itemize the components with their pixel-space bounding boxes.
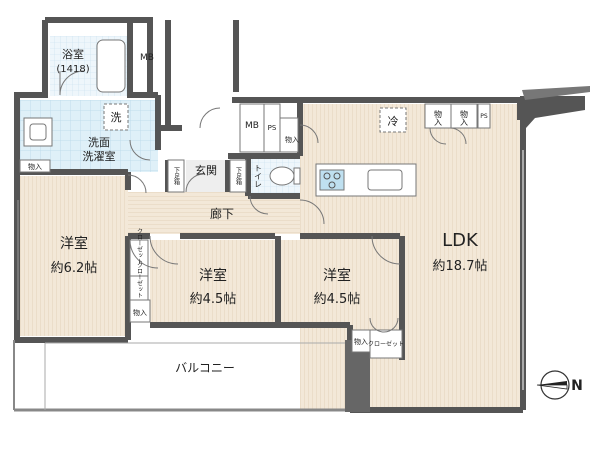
hallway-label: 廊下 xyxy=(210,206,234,221)
mb-label-1: MB xyxy=(140,53,154,63)
entrance-floor xyxy=(186,160,228,192)
fridge-label: 冷 xyxy=(388,115,399,128)
fridge-spot xyxy=(379,107,407,133)
western1-size: 約6.2帖 xyxy=(51,261,98,276)
bath-size: (1418) xyxy=(56,64,89,75)
western3-floor xyxy=(280,240,402,322)
ldk-label: LDK xyxy=(442,230,479,251)
sink-icon xyxy=(367,169,403,191)
mb-label-2: MB xyxy=(245,121,259,131)
ps-label: PS xyxy=(268,124,277,132)
storage-label-w2: 物入 xyxy=(133,308,147,317)
western3-size: 約4.5帖 xyxy=(314,292,361,307)
storage-label-mb: 物入 xyxy=(285,135,299,144)
wash-basin xyxy=(23,117,53,147)
wash-label: 洗 xyxy=(111,111,122,124)
storage-label-top2: 物入 xyxy=(460,109,469,126)
balcony-label: バルコニー xyxy=(175,361,235,375)
closet-label-2: クローゼット xyxy=(136,262,143,298)
western2-label: 洋室 xyxy=(199,267,227,284)
closet-label-ldk: クローゼット xyxy=(368,340,404,348)
western2-floor xyxy=(150,240,275,322)
entrance-label: 玄関 xyxy=(195,163,217,177)
compass-label: N xyxy=(571,378,583,394)
western1-floor xyxy=(20,176,128,336)
toilet-label: トイレ xyxy=(254,164,263,188)
washer-spot xyxy=(103,103,129,131)
storage-label-ldk: 物入 xyxy=(354,337,368,346)
washroom-label-2: 洗濯室 xyxy=(83,149,116,163)
ldk-size: 約18.7帖 xyxy=(433,259,488,274)
western1-label: 洋室 xyxy=(60,235,88,252)
compass-icon: N xyxy=(536,370,583,400)
bath-label: 浴室 xyxy=(62,47,84,61)
doors xyxy=(59,70,467,333)
storage-label-top1: 物入 xyxy=(434,109,443,126)
western3-label: 洋室 xyxy=(323,267,351,284)
bathtub xyxy=(96,39,126,93)
washroom-label-1: 洗面 xyxy=(88,136,110,149)
toilet-fixture xyxy=(269,166,295,186)
closet-label-1: クローゼット xyxy=(136,228,143,264)
shoe-closet-left: 下足箱 xyxy=(173,167,180,186)
stove-icon xyxy=(319,169,345,191)
storage-label-washroom: 物入 xyxy=(28,162,42,171)
ps-label-2: PS xyxy=(480,113,488,120)
shoe-closet-right: 下足箱 xyxy=(235,167,242,186)
western2-size: 約4.5帖 xyxy=(190,292,237,307)
